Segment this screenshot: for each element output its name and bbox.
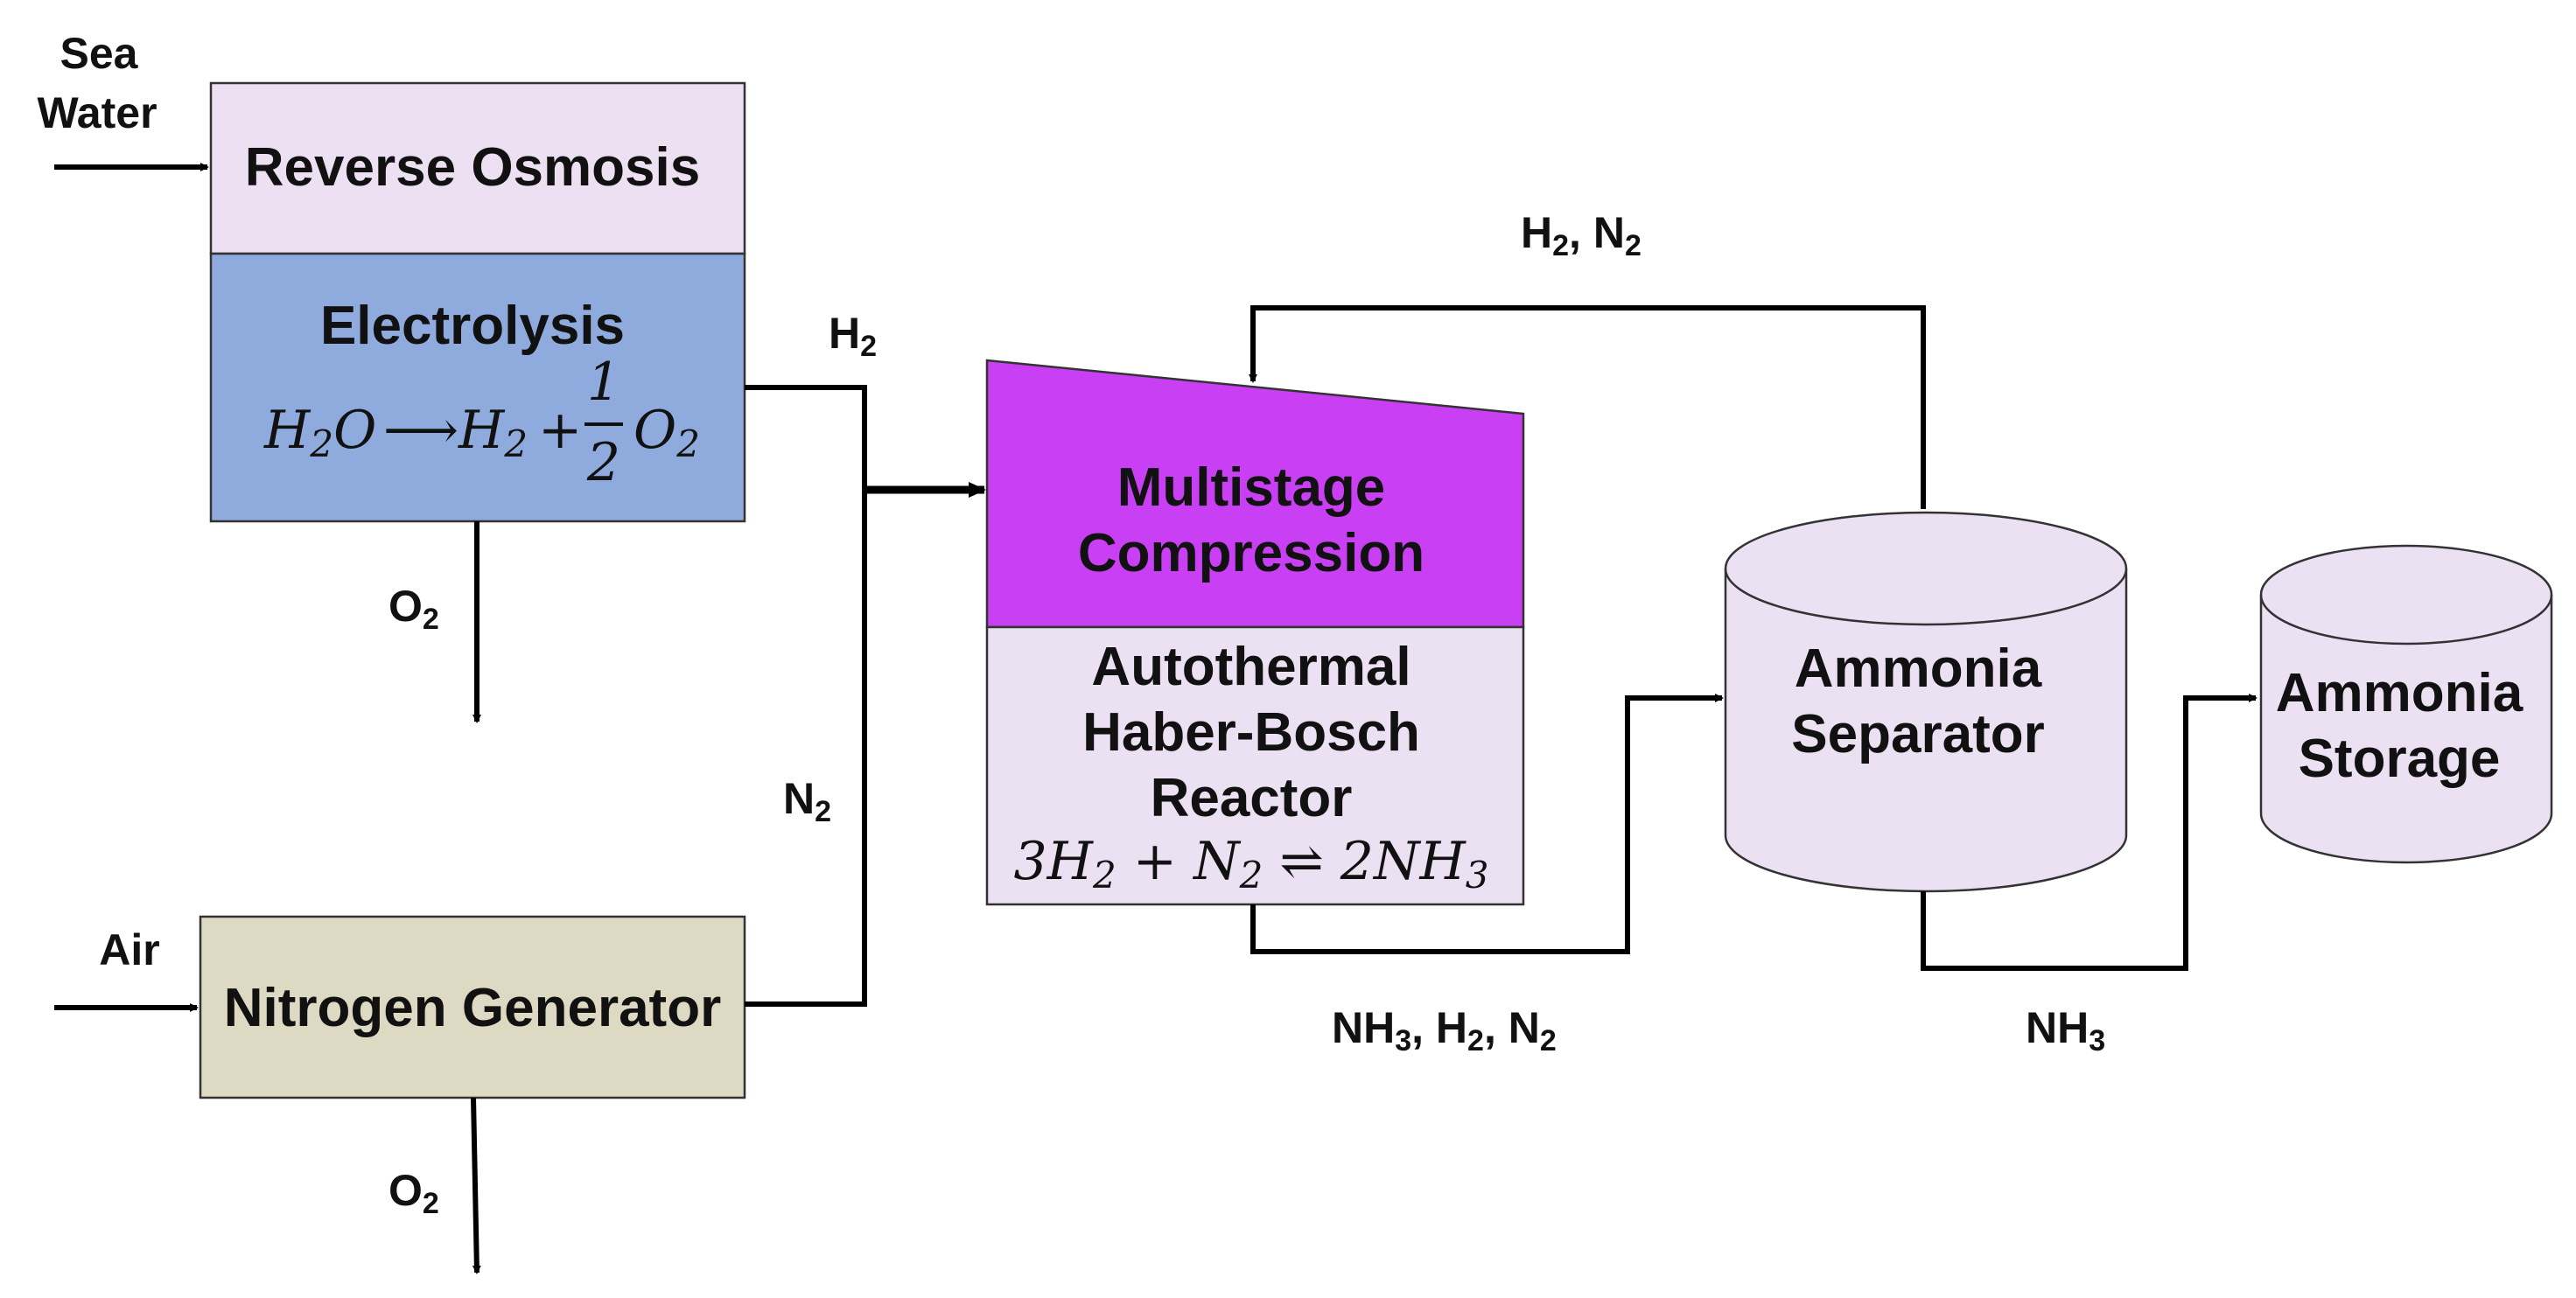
separator-label-line1: Ammonia bbox=[1795, 639, 2042, 699]
compression-node: Multistage Compression bbox=[985, 359, 1525, 629]
separator-node: Ammonia Separator bbox=[1724, 511, 2128, 893]
reactor-box bbox=[985, 625, 1525, 906]
recycle-arrow bbox=[1249, 305, 1926, 509]
electrolysis-node: Electrolysis H2O ⟶ H2 + 1 2 O2 bbox=[209, 252, 746, 523]
storage-tank-rim bbox=[2259, 594, 2553, 646]
recycle-label: H2, N2 bbox=[1521, 208, 1642, 262]
reactor-equation: 3H2 + N2 ⇌ 2NH3 bbox=[1013, 831, 1488, 897]
air-label: Air bbox=[99, 925, 159, 974]
nitrogen-generator-box bbox=[199, 915, 746, 1099]
eq-o2: O2 bbox=[634, 400, 700, 465]
storage-label-line2: Storage bbox=[2299, 729, 2501, 789]
nh3-product-arrow bbox=[1921, 694, 2258, 971]
reactor-label-line1: Autothermal bbox=[1091, 637, 1410, 697]
reactor-label-line2: Haber-Bosch bbox=[1082, 702, 1420, 763]
n2-line bbox=[745, 490, 867, 1007]
eq-h2: H2 bbox=[458, 400, 528, 465]
separator-tank-rim bbox=[1724, 568, 2128, 626]
electrolysis-equation: H2O ⟶ H2 + 1 2 O2 bbox=[263, 352, 700, 493]
eq-frac-num: 1 bbox=[587, 352, 620, 413]
flow-lines bbox=[54, 163, 2258, 1274]
compression-label-line1: Multistage bbox=[1117, 457, 1386, 518]
reverse-osmosis-node: Reverse Osmosis bbox=[209, 81, 746, 255]
h2-line bbox=[745, 385, 867, 490]
o2-electrolysis-label: O2 bbox=[388, 582, 439, 636]
h2-label: H2 bbox=[829, 309, 877, 363]
nitrogen-generator-label: Nitrogen Generator bbox=[224, 978, 721, 1038]
storage-tank bbox=[2259, 544, 2553, 864]
electrolysis-box bbox=[209, 252, 746, 523]
storage-label-line1: Ammonia bbox=[2276, 663, 2524, 723]
separator-tank bbox=[1724, 511, 2128, 893]
nitrogen-generator-node: Nitrogen Generator bbox=[199, 915, 746, 1099]
nh3-product-label: NH3 bbox=[2026, 1003, 2105, 1057]
eq-h2o: H2O bbox=[263, 400, 376, 465]
compression-label-line2: Compression bbox=[1078, 523, 1424, 583]
reactor-outlet-arrow bbox=[1250, 694, 1724, 954]
electrolysis-label: Electrolysis bbox=[320, 296, 625, 356]
reactor-outlet-label: NH3, H2, N2 bbox=[1332, 1003, 1557, 1057]
eq-frac-den: 2 bbox=[586, 432, 620, 493]
eq-arrow: ⟶ bbox=[383, 400, 458, 461]
n2-label: N2 bbox=[783, 774, 831, 828]
storage-node: Ammonia Storage bbox=[2259, 544, 2553, 864]
sea-water-label-line1: Sea bbox=[60, 29, 139, 78]
eq-plus: + bbox=[538, 400, 582, 461]
reverse-osmosis-box bbox=[209, 81, 746, 255]
sea-water-label-line2: Water bbox=[37, 88, 157, 137]
reverse-osmosis-label: Reverse Osmosis bbox=[245, 137, 700, 198]
separator-label-line2: Separator bbox=[1791, 704, 2044, 764]
stream-labels: Sea Water Air O2 O2 H2 N2 H2, N2 NH3, H2… bbox=[37, 29, 2105, 1220]
o2-vent-nitrogen-arrow bbox=[471, 1097, 481, 1274]
o2-nitrogen-label: O2 bbox=[388, 1166, 439, 1220]
reactor-node: Autothermal Haber-Bosch Reactor 3H2 + N2… bbox=[985, 625, 1525, 906]
reactor-label-line3: Reactor bbox=[1151, 768, 1353, 828]
